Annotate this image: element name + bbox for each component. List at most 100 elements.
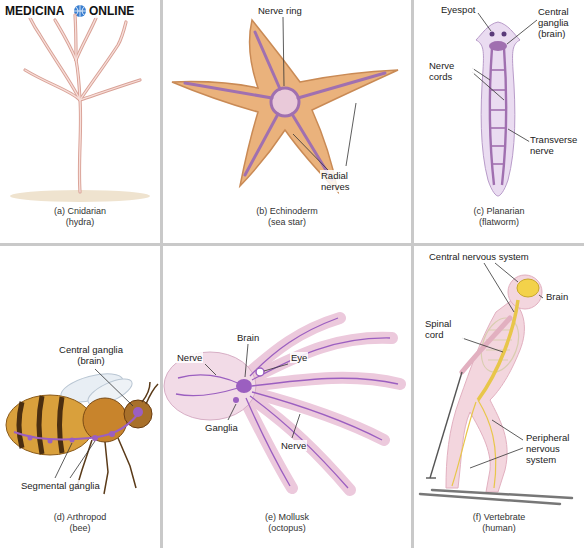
bee-figure <box>109 431 115 437</box>
part-label: Spinal cord <box>424 318 464 340</box>
part-label: Segmental ganglia <box>20 480 101 491</box>
planarian-figure <box>476 22 520 196</box>
part-label: Brain <box>236 332 260 343</box>
sea-star-figure <box>255 32 280 89</box>
leader-line <box>478 13 491 31</box>
skier-figure <box>462 318 510 372</box>
planarian-figure <box>489 70 507 164</box>
skier-figure <box>462 318 510 372</box>
part-label: Nerve ring <box>257 5 303 16</box>
caption-holder: (d) Arthropod (bee) <box>0 512 160 534</box>
bee-figure <box>60 397 63 453</box>
panel: (b) Echinoderm (sea star) <box>163 0 411 243</box>
leader-line <box>293 134 328 170</box>
hydra-figure <box>55 20 76 60</box>
skier-figure <box>462 318 510 372</box>
part-label: Central nervous system <box>428 251 530 262</box>
bee-figure <box>6 395 94 455</box>
leader-line <box>283 17 284 86</box>
leader-line <box>495 263 518 282</box>
planarian-figure <box>490 32 495 37</box>
bee-figure <box>39 396 42 454</box>
octopus-figure <box>252 338 390 380</box>
watermark: ONLINE <box>88 4 135 18</box>
panel-caption: (a) Cnidarian (hydra) <box>43 206 117 228</box>
caption-holder: (a) Cnidarian (hydra) <box>0 206 160 228</box>
skier-figure <box>420 494 560 504</box>
planarian-figure <box>490 145 506 147</box>
octopus-figure <box>250 378 400 386</box>
leader-line <box>205 364 216 375</box>
octopus-figure <box>256 368 264 376</box>
octopus-figure <box>236 379 252 393</box>
leader-line <box>539 295 543 298</box>
octopus-figure <box>252 378 398 386</box>
caption-holder: (f) Vertebrate (human) <box>414 512 584 534</box>
octopus-figure <box>176 388 238 396</box>
part-label: Eyespot <box>440 4 476 15</box>
skier-figure <box>452 318 510 488</box>
bee-figure <box>14 414 138 440</box>
bee-figure <box>92 435 98 441</box>
skier-figure <box>426 372 462 478</box>
bee-figure <box>19 402 22 448</box>
bee-figure <box>48 439 53 444</box>
leader-line <box>283 17 356 170</box>
leader-line <box>492 420 523 440</box>
octopus-figure <box>164 318 400 490</box>
skier-figure <box>508 275 542 309</box>
hydra-figure <box>76 18 96 60</box>
bee-figure <box>6 368 158 494</box>
bee-figure <box>70 438 75 443</box>
octopus-figure <box>176 318 398 488</box>
skier-figure <box>420 275 572 504</box>
panel-caption: (e) Mollusk (octopus) <box>250 512 324 534</box>
bee-figure <box>28 436 33 441</box>
leader-line <box>245 344 248 377</box>
leader-line <box>70 441 95 478</box>
leader-line <box>472 72 504 100</box>
part-label: Transverse nerve <box>529 134 581 156</box>
leader-line <box>228 404 236 420</box>
bee-figure <box>19 396 62 454</box>
part-label: Nerve <box>280 440 307 451</box>
hydra-figure <box>75 15 76 60</box>
leader-line <box>507 20 537 44</box>
leader-line <box>470 448 523 468</box>
octopus-figure <box>250 318 338 376</box>
planarian-figure <box>491 163 505 165</box>
hydra-figure <box>25 70 80 100</box>
leader-line <box>472 13 537 142</box>
panel-separator <box>0 243 584 246</box>
caption-holder: (c) Planarian (flatworm) <box>414 206 584 228</box>
hydra-figure <box>80 80 140 100</box>
panel-separator <box>160 0 163 548</box>
sea-star-figure <box>172 20 398 192</box>
planarian-figure <box>502 32 507 37</box>
planarian-figure <box>490 69 506 71</box>
sea-star-figure <box>172 20 398 192</box>
hydra-figure <box>10 15 150 202</box>
leader-line <box>205 344 300 438</box>
leader-line <box>484 263 514 312</box>
leader-line <box>55 369 133 478</box>
part-label: Nerve cords <box>428 60 474 82</box>
panel-caption: (f) Vertebrate (human) <box>462 512 536 534</box>
panel-caption: (d) Arthropod (bee) <box>43 512 117 534</box>
leader-line <box>462 338 503 352</box>
part-label: Brain <box>545 291 569 302</box>
sea-star-figure <box>271 88 299 116</box>
part-label: Central ganglia (brain) <box>48 344 134 366</box>
leader-line <box>95 369 133 406</box>
part-label: Central ganglia (brain) <box>537 6 581 39</box>
hydra-figure <box>76 60 81 192</box>
planarian-figure <box>489 109 507 111</box>
panel: (a) Cnidarian (hydra) <box>0 0 160 243</box>
leader-line <box>292 414 300 438</box>
bee-figure <box>133 407 143 417</box>
skier-figure <box>430 372 462 478</box>
panel-caption: (b) Echinoderm (sea star) <box>250 206 324 228</box>
hydra-figure <box>80 22 126 100</box>
hydra-figure <box>25 15 140 192</box>
